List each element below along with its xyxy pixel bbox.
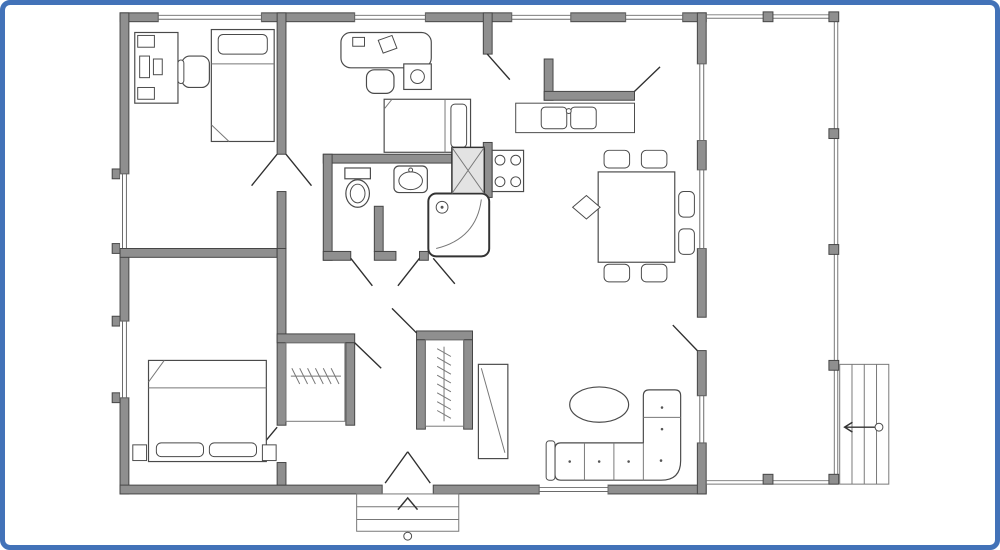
door-swings xyxy=(251,53,698,484)
door-swing xyxy=(407,451,431,484)
dining-area xyxy=(571,149,695,283)
bathroom xyxy=(344,165,428,208)
dining-chair xyxy=(678,191,695,218)
desk xyxy=(340,31,432,69)
washbasin xyxy=(393,165,428,194)
refrigerator xyxy=(451,146,486,195)
dining-chair xyxy=(603,149,631,169)
door-swing xyxy=(486,53,511,81)
office xyxy=(134,28,275,143)
door-swing xyxy=(354,342,382,369)
pillow xyxy=(208,442,257,458)
kitchen xyxy=(451,102,635,195)
wardrobes xyxy=(285,339,465,427)
small-bedroom xyxy=(340,31,472,153)
exterior-walls xyxy=(111,12,707,495)
door-swing xyxy=(391,307,418,334)
pillow xyxy=(155,442,204,458)
dining-chair xyxy=(678,228,695,255)
nightstand xyxy=(261,444,277,462)
chair xyxy=(365,69,395,94)
windows xyxy=(120,12,707,494)
dining-table xyxy=(597,171,676,263)
shower-cabin xyxy=(427,192,491,258)
door-swing xyxy=(350,257,373,287)
railing-posts xyxy=(762,11,840,485)
side-table xyxy=(403,63,432,91)
entry-porch xyxy=(356,493,460,541)
entry-direction-chevron xyxy=(397,496,419,511)
window xyxy=(157,12,262,22)
door-swing xyxy=(634,66,661,92)
dining-chair xyxy=(640,149,668,169)
floor-plan xyxy=(111,11,890,541)
dining-chair xyxy=(603,263,631,283)
window xyxy=(511,12,572,22)
window xyxy=(538,485,609,494)
living-room xyxy=(477,363,682,481)
oval-coffee-table xyxy=(569,386,630,423)
window xyxy=(120,320,129,399)
window xyxy=(625,12,684,22)
desk-with-computer xyxy=(134,31,179,104)
door-swing xyxy=(251,153,278,187)
window xyxy=(120,173,129,249)
wardrobe-left xyxy=(285,342,346,422)
interior-walls xyxy=(119,12,635,486)
shower-room xyxy=(427,192,491,258)
double-bowl-sink xyxy=(540,106,597,130)
toilet xyxy=(344,167,371,208)
window xyxy=(697,63,707,141)
tv-bench xyxy=(477,363,509,460)
master-bedroom xyxy=(132,359,277,463)
porch-marker xyxy=(403,531,413,541)
direction-arrow xyxy=(843,421,884,433)
door-swing xyxy=(397,257,421,287)
door-swing xyxy=(432,257,456,285)
wardrobe-right xyxy=(424,339,465,427)
single-bed xyxy=(383,98,472,153)
stove xyxy=(491,149,525,193)
door-swing xyxy=(285,153,313,187)
double-bed xyxy=(147,359,267,463)
door-swing xyxy=(384,451,409,484)
corner-sofa xyxy=(545,389,682,481)
dining-chair xyxy=(640,263,668,283)
door-swing xyxy=(672,324,698,352)
office-chair xyxy=(177,55,210,89)
window xyxy=(354,12,426,22)
nightstand xyxy=(132,444,148,462)
single-bed xyxy=(210,28,275,143)
window xyxy=(697,169,707,249)
dining-chair xyxy=(571,194,601,220)
deck xyxy=(706,11,890,485)
window xyxy=(697,395,707,444)
